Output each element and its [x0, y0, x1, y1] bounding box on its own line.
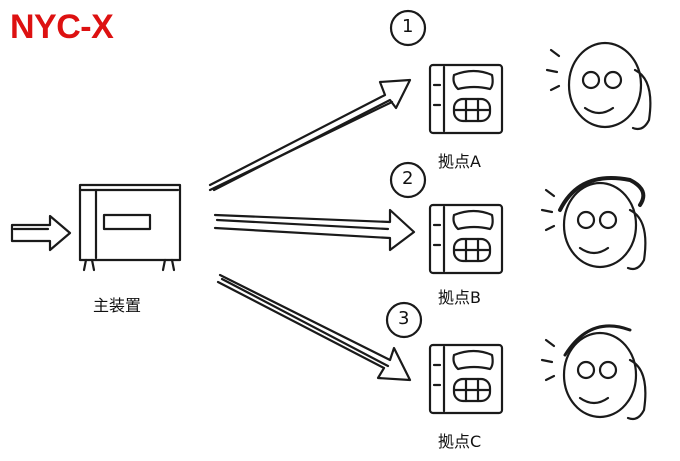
- person-b-hair: [558, 176, 646, 212]
- terminal-icon-b: [428, 203, 504, 275]
- branch-number-1: 1: [402, 16, 414, 37]
- person-icon-b: [540, 181, 647, 271]
- branch-number-2: 2: [402, 168, 414, 189]
- number-circle-2: [389, 161, 427, 199]
- arrow-to-branch-b: [213, 208, 416, 252]
- terminal-icon-a: [428, 63, 504, 135]
- main-device-label: 主装置: [93, 296, 142, 315]
- branch-label-c: 拠点C: [438, 432, 482, 451]
- person-icon-a: [545, 41, 652, 131]
- diagram-title: NYC-X: [10, 8, 114, 46]
- arrow-to-branch-c: [216, 273, 412, 382]
- person-c-hair: [563, 324, 632, 357]
- branch-label-b: 拠点B: [438, 288, 481, 307]
- number-circle-1: [389, 9, 427, 47]
- branch-label-a: 拠点A: [438, 152, 481, 171]
- person-icon-c: [540, 331, 647, 421]
- input-arrow: [10, 214, 72, 252]
- main-device-icon: [78, 183, 182, 272]
- number-circle-3: [385, 301, 423, 339]
- terminal-icon-c: [428, 343, 504, 415]
- arrow-to-branch-a: [208, 78, 412, 192]
- branch-number-3: 3: [398, 308, 410, 329]
